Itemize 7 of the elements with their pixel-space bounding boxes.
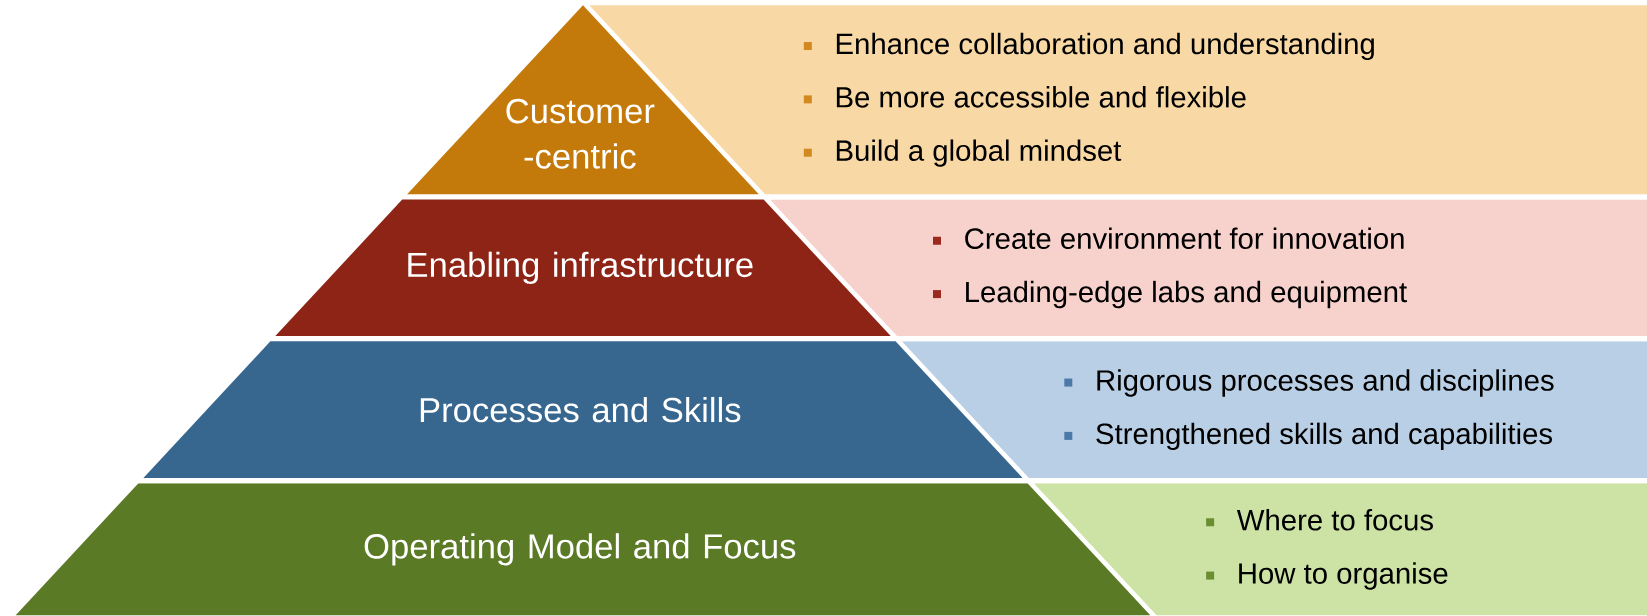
text-panel: Create environment for innovation Leading-edge labs and equipment [769,199,1647,337]
pyramid-level: Processes and Skills [143,341,1023,479]
pyramid-level: Operating Model and Focus [15,483,1151,616]
pyramid-level: Enabling infrastructure [275,199,891,337]
pyramid-level: Customer -centric [407,5,759,195]
text-panel: Where to focus How to organise [1033,483,1647,616]
text-panel: Rigorous processes and disciplines Strengthened skills and capabilities [901,341,1647,479]
